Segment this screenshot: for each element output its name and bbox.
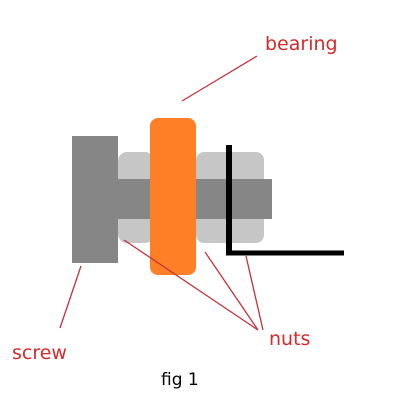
leader-line-nut-right [245,255,264,331]
bracket [226,145,344,256]
bearing-label: bearing [265,33,338,55]
figure-caption: fig 1 [161,370,199,390]
leader-line-screw [59,265,82,329]
leader-line-nut-middle [204,251,259,331]
leader-lines [59,55,264,331]
screw [72,136,272,263]
nuts-label: nuts [269,328,311,350]
leader-line-bearing [181,55,258,102]
screw-label: screw [12,342,67,364]
screw-head [72,136,118,263]
bearing [150,118,196,275]
leader-line-nut-left [123,239,259,331]
